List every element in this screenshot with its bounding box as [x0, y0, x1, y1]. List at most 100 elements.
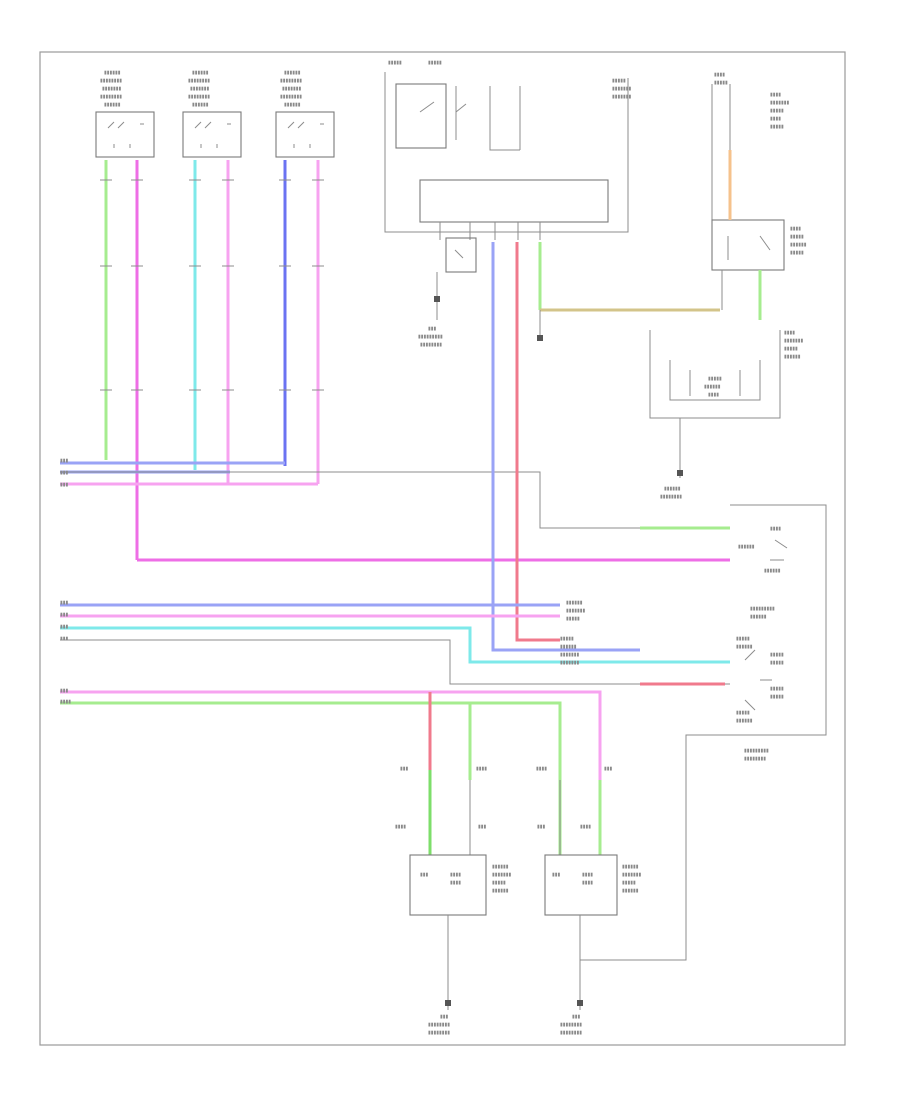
bus3-pink	[60, 690, 602, 855]
svg-text:▮▮▮▮▮▮▮▮: ▮▮▮▮▮▮▮▮	[188, 78, 210, 84]
svg-text:▮▮▮▮▮: ▮▮▮▮▮	[714, 80, 728, 86]
ground-top-center: ▮▮▮▮▮▮▮▮▮▮▮▮▮▮▮▮▮▮▮▮	[418, 272, 443, 348]
svg-text:▮▮▮▮▮▮: ▮▮▮▮▮▮	[622, 864, 639, 870]
svg-text:▮▮▮▮▮▮: ▮▮▮▮▮▮	[104, 70, 121, 76]
svg-text:▮▮▮▮▮▮▮▮: ▮▮▮▮▮▮▮▮	[100, 78, 122, 84]
svg-text:▮▮▮▮▮▮▮: ▮▮▮▮▮▮▮	[622, 872, 642, 878]
ground-bottom-right: ▮▮▮▮▮▮▮▮▮▮▮▮▮▮▮▮▮▮▮	[560, 915, 583, 1036]
svg-text:▮▮▮▮▮: ▮▮▮▮▮	[622, 880, 636, 886]
svg-text:▮▮▮▮▮▮▮: ▮▮▮▮▮▮▮	[566, 608, 586, 614]
svg-text:▮▮▮: ▮▮▮	[478, 824, 487, 830]
svg-text:▮▮▮: ▮▮▮	[604, 766, 613, 772]
svg-text:▮▮▮▮▮▮▮▮: ▮▮▮▮▮▮▮▮	[560, 1022, 582, 1028]
svg-text:▮▮▮▮▮▮: ▮▮▮▮▮▮	[784, 354, 801, 360]
svg-text:▮▮▮▮▮▮▮: ▮▮▮▮▮▮▮	[612, 86, 632, 92]
right-control-unit: ▮▮▮▮▮▮▮▮▮▮▮▮▮▮▮ ▮▮▮▮▮▮▮▮▮▮▮▮▮▮▮▮▮▮▮▮▮▮	[649, 330, 804, 419]
svg-text:▮▮▮: ▮▮▮	[60, 470, 69, 476]
svg-text:▮▮▮▮▮▮▮▮: ▮▮▮▮▮▮▮▮	[188, 94, 210, 100]
svg-text:▮▮▮▮▮▮▮▮: ▮▮▮▮▮▮▮▮	[100, 94, 122, 100]
ground-bottom-left: ▮▮▮▮▮▮▮▮▮▮▮▮▮▮▮▮▮▮▮	[428, 915, 451, 1036]
sensor-2: ▮▮▮▮▮▮▮▮▮▮▮▮▮▮▮▮▮▮▮▮▮▮▮▮▮▮▮▮▮▮▮▮▮▮▮	[182, 70, 242, 158]
svg-text:▮▮▮▮▮▮▮: ▮▮▮▮▮▮▮	[102, 86, 122, 92]
svg-text:▮▮▮▮▮: ▮▮▮▮▮	[492, 880, 506, 886]
svg-text:▮▮▮▮▮: ▮▮▮▮▮	[790, 234, 804, 240]
wire-relay-red	[515, 242, 560, 642]
svg-text:▮▮▮▮▮▮▮: ▮▮▮▮▮▮▮	[492, 872, 512, 878]
svg-text:▮▮▮▮: ▮▮▮▮	[708, 392, 719, 398]
svg-text:▮▮▮▮: ▮▮▮▮	[582, 872, 593, 878]
svg-text:▮▮▮▮: ▮▮▮▮	[770, 92, 781, 98]
svg-text:▮▮▮▮▮▮▮: ▮▮▮▮▮▮▮	[612, 94, 632, 100]
svg-text:▮▮▮: ▮▮▮	[537, 824, 546, 830]
svg-text:▮▮▮▮: ▮▮▮▮	[784, 330, 795, 336]
bottom-motor-left: ▮▮▮▮▮▮▮▮▮▮▮ ▮▮▮▮▮▮▮▮▮▮▮▮▮▮▮▮▮▮▮▮▮▮▮▮	[409, 854, 512, 916]
svg-text:▮▮▮▮▮▮▮: ▮▮▮▮▮▮▮	[190, 86, 210, 92]
svg-text:▮▮▮▮: ▮▮▮▮	[770, 526, 781, 532]
svg-text:▮▮▮▮▮: ▮▮▮▮▮	[736, 636, 750, 642]
svg-text:▮▮▮▮▮▮▮: ▮▮▮▮▮▮▮	[770, 100, 790, 106]
diagram-border	[39, 51, 846, 1046]
svg-text:▮▮▮: ▮▮▮	[60, 688, 69, 694]
svg-text:▮▮▮▮▮: ▮▮▮▮▮	[770, 660, 784, 666]
svg-text:▮▮▮▮: ▮▮▮▮	[582, 880, 593, 886]
svg-text:▮▮▮: ▮▮▮	[572, 1014, 581, 1020]
svg-text:▮▮▮▮▮▮: ▮▮▮▮▮▮	[192, 102, 209, 108]
svg-text:▮▮▮▮▮▮: ▮▮▮▮▮▮	[492, 888, 509, 894]
svg-text:▮▮▮: ▮▮▮	[60, 624, 69, 630]
svg-text:▮▮▮▮▮▮▮: ▮▮▮▮▮▮▮	[560, 660, 580, 666]
right-fuse-relay: ▮▮▮▮▮▮▮▮▮ ▮▮▮▮▮▮▮▮▮▮▮▮▮▮▮▮▮▮▮▮▮▮▮▮▮ ▮▮▮▮…	[711, 72, 807, 271]
svg-text:▮▮▮▮: ▮▮▮▮	[395, 824, 406, 830]
svg-text:▮▮▮▮▮: ▮▮▮▮▮	[770, 694, 784, 700]
svg-text:▮▮▮▮▮: ▮▮▮▮▮	[770, 652, 784, 658]
bus3-green	[60, 701, 562, 855]
bus2-gray	[60, 639, 730, 685]
bottom-motor-right: ▮▮▮▮▮▮▮▮▮▮▮ ▮▮▮▮▮▮▮▮▮▮▮▮▮▮▮▮▮▮▮▮▮▮▮▮	[544, 854, 642, 916]
svg-text:▮▮▮▮▮▮: ▮▮▮▮▮▮	[736, 718, 753, 724]
svg-text:▮▮▮▮▮: ▮▮▮▮▮	[566, 616, 580, 622]
drop-black-right	[559, 780, 601, 855]
svg-text:▮▮▮▮▮: ▮▮▮▮▮	[790, 250, 804, 256]
top-relay-block: ▮▮▮▮▮▮▮▮▮▮ ▮▮▮▮▮▮▮▮▮▮▮▮▮▮▮▮▮▮▮	[384, 60, 632, 273]
svg-text:▮▮▮▮: ▮▮▮▮	[580, 824, 591, 830]
svg-text:▮▮▮▮▮▮: ▮▮▮▮▮▮	[192, 70, 209, 76]
svg-text:▮▮▮▮▮▮: ▮▮▮▮▮▮	[622, 888, 639, 894]
svg-text:▮▮▮▮: ▮▮▮▮	[714, 72, 725, 78]
svg-text:▮▮▮▮▮▮: ▮▮▮▮▮▮	[750, 614, 767, 620]
sensor-1: ▮▮▮▮▮▮▮▮▮▮▮▮▮▮▮▮▮▮▮▮▮▮▮▮▮▮▮▮▮▮▮▮▮▮▮	[95, 70, 155, 158]
svg-text:▮▮▮▮▮: ▮▮▮▮▮	[736, 710, 750, 716]
svg-text:▮▮▮▮▮▮: ▮▮▮▮▮▮	[736, 644, 753, 650]
svg-text:▮▮▮▮: ▮▮▮▮	[770, 116, 781, 122]
svg-text:▮▮▮▮▮: ▮▮▮▮▮	[428, 60, 442, 66]
svg-text:▮▮▮: ▮▮▮	[420, 872, 429, 878]
wire-switch-to-motor	[580, 734, 730, 961]
sensor-3: ▮▮▮▮▮▮▮▮▮▮▮▮▮▮▮▮▮▮▮▮▮▮▮▮▮▮▮▮▮▮▮▮▮▮▮	[275, 70, 335, 158]
svg-text:▮▮▮▮▮▮: ▮▮▮▮▮▮	[764, 568, 781, 574]
svg-text:▮▮▮: ▮▮▮	[60, 612, 69, 618]
svg-text:▮▮▮▮▮▮: ▮▮▮▮▮▮	[492, 864, 509, 870]
svg-text:▮▮▮▮▮▮▮▮▮: ▮▮▮▮▮▮▮▮▮	[750, 606, 775, 612]
svg-text:▮▮▮▮: ▮▮▮▮	[790, 226, 801, 232]
svg-text:▮▮▮▮▮: ▮▮▮▮▮	[560, 636, 574, 642]
svg-text:▮▮▮▮▮: ▮▮▮▮▮	[770, 108, 784, 114]
svg-text:▮▮▮: ▮▮▮	[400, 766, 409, 772]
svg-text:▮▮▮: ▮▮▮	[60, 482, 69, 488]
svg-text:▮▮▮▮▮: ▮▮▮▮▮	[770, 686, 784, 692]
svg-text:▮▮▮▮▮▮: ▮▮▮▮▮▮	[790, 242, 807, 248]
svg-text:▮▮▮▮▮: ▮▮▮▮▮	[770, 124, 784, 130]
right-switch-block: ▮▮▮▮▮▮▮▮▮▮▮▮▮▮▮▮ ▮▮▮▮▮▮▮▮▮▮▮▮▮▮▮ ▮▮▮▮▮▮▮…	[730, 504, 827, 762]
svg-text:▮▮▮: ▮▮▮	[60, 458, 69, 464]
wire-labels: ▮▮▮▮▮▮▮▮▮ ▮▮▮▮▮▮▮▮▮▮▮▮ ▮▮▮▮▮▮▮ ▮▮▮▮▮▮▮▮▮…	[60, 458, 613, 830]
svg-text:▮▮▮▮▮: ▮▮▮▮▮	[708, 376, 722, 382]
svg-text:▮▮▮▮▮▮: ▮▮▮▮▮▮	[104, 102, 121, 108]
ground-right: ▮▮▮▮▮▮▮▮▮▮▮▮▮▮	[660, 418, 683, 500]
svg-text:▮▮▮▮▮: ▮▮▮▮▮	[784, 346, 798, 352]
wire-relay-blue	[491, 242, 640, 652]
svg-text:▮▮▮: ▮▮▮	[428, 326, 437, 332]
svg-text:▮▮▮▮▮: ▮▮▮▮▮	[612, 78, 626, 84]
svg-text:▮▮▮▮▮▮▮▮: ▮▮▮▮▮▮▮▮	[280, 78, 302, 84]
svg-text:▮▮▮▮▮▮: ▮▮▮▮▮▮	[560, 644, 577, 650]
svg-text:▮▮▮▮▮▮▮▮: ▮▮▮▮▮▮▮▮	[560, 1030, 582, 1036]
svg-text:▮▮▮▮▮▮: ▮▮▮▮▮▮	[738, 544, 755, 550]
svg-text:▮▮▮▮▮▮▮▮: ▮▮▮▮▮▮▮▮	[660, 494, 682, 500]
connector-marks-top	[100, 179, 324, 391]
